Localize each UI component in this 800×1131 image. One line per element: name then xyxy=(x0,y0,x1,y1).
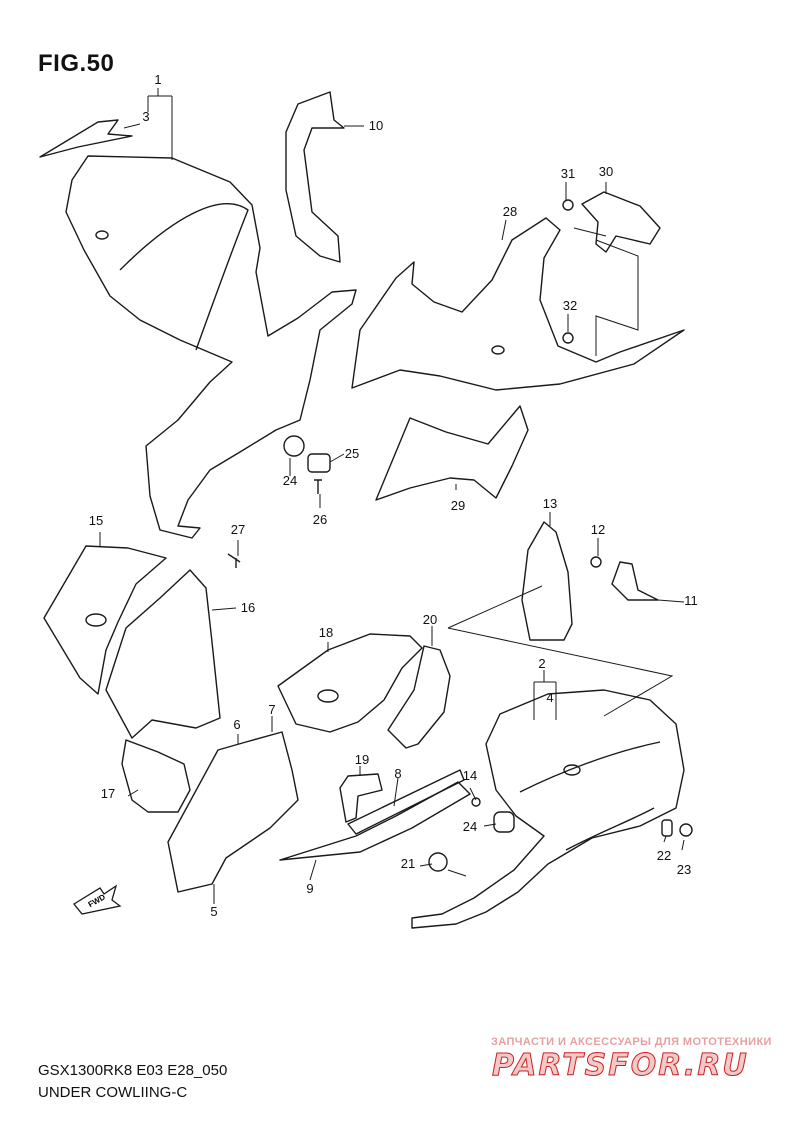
callout-31: 31 xyxy=(561,166,575,181)
callout-13: 13 xyxy=(543,496,557,511)
callout-14: 14 xyxy=(463,768,477,783)
callout-17: 17 xyxy=(101,786,115,801)
part-5-lower-panel xyxy=(167,731,299,893)
part-2-inner-contour xyxy=(519,741,661,851)
figure-title: FIG.50 xyxy=(38,50,115,77)
callout-32: 32 xyxy=(563,298,577,313)
callout-7: 7 xyxy=(268,702,275,717)
part-23-screw xyxy=(679,823,693,837)
part-24-cushion-lower xyxy=(493,811,515,833)
part-15-inner-cover xyxy=(43,545,167,695)
part-31-bolt xyxy=(562,199,574,211)
callout-6: 6 xyxy=(233,717,240,732)
leader-lines xyxy=(99,88,685,904)
callout-18: 18 xyxy=(319,625,333,640)
part-2-hole xyxy=(563,764,581,776)
part-30-bracket xyxy=(581,191,661,253)
model-code: GSX1300RK8 E03 E28_050 xyxy=(38,1062,228,1079)
part-9-sponge xyxy=(279,781,471,861)
callout-11: 11 xyxy=(684,593,698,608)
callout-24-upper: 24 xyxy=(283,473,297,488)
part-14-bolt xyxy=(471,797,481,807)
watermark-logo: PARTSFOR.RU xyxy=(492,1048,749,1084)
callout-19: 19 xyxy=(355,752,369,767)
callout-4: 4 xyxy=(546,690,553,705)
callout-26: 26 xyxy=(313,512,327,527)
callout-12: 12 xyxy=(591,522,605,537)
part-28-hole xyxy=(491,345,505,355)
callout-24-lower: 24 xyxy=(463,819,477,834)
part-17-block xyxy=(121,739,191,813)
part-25-nut xyxy=(307,453,331,473)
part-3-trim xyxy=(39,119,133,158)
part-32-bolt xyxy=(562,332,574,344)
part-20-seal xyxy=(387,645,451,749)
callout-10: 10 xyxy=(369,118,383,133)
callout-2: 2 xyxy=(538,656,545,671)
part-18-hole xyxy=(317,689,339,703)
part-2-lower-cowling xyxy=(411,689,685,929)
part-11-clip xyxy=(611,561,659,601)
callout-8: 8 xyxy=(394,766,401,781)
callout-3: 3 xyxy=(142,109,149,124)
watermark-tagline: ЗАПЧАСТИ И АКСЕССУАРЫ ДЛЯ МОТОТЕХНИКИ xyxy=(491,1036,772,1048)
callout-25: 25 xyxy=(345,446,359,461)
callout-28: 28 xyxy=(503,204,517,219)
callout-1: 1 xyxy=(154,72,161,87)
callout-29: 29 xyxy=(451,498,465,513)
fwd-arrow-icon: FWD xyxy=(73,884,122,915)
part-19-grommet xyxy=(339,773,383,823)
callout-21: 21 xyxy=(401,856,415,871)
callout-27: 27 xyxy=(231,522,245,537)
part-28-side-panel xyxy=(351,217,685,391)
callout-9: 9 xyxy=(306,881,313,896)
callout-5: 5 xyxy=(210,904,217,919)
part-22-washer xyxy=(661,819,673,837)
part-1-hole xyxy=(95,230,109,240)
part-16-panel xyxy=(105,569,221,739)
part-29-pad xyxy=(375,405,529,501)
callout-30: 30 xyxy=(599,164,613,179)
part-15-hole xyxy=(85,613,107,627)
part-18-cover xyxy=(277,633,423,733)
callout-20: 20 xyxy=(423,612,437,627)
section-name: UNDER COWLIING-C xyxy=(38,1084,188,1101)
part-1-inner-contour xyxy=(119,203,249,351)
part-1-under-cowling xyxy=(65,155,357,539)
part-27-screw xyxy=(227,553,241,568)
part-21-nut xyxy=(428,852,448,872)
part-8-tape xyxy=(347,769,465,835)
part-24-cushion-upper xyxy=(283,435,305,457)
callout-22: 22 xyxy=(657,848,671,863)
callout-15: 15 xyxy=(89,513,103,528)
part-13-bracket xyxy=(521,521,573,641)
part-26-screw xyxy=(314,479,322,494)
part-12-bolt xyxy=(590,556,602,568)
part-10-bracket xyxy=(285,91,345,263)
callout-16: 16 xyxy=(241,600,255,615)
callout-23: 23 xyxy=(677,862,691,877)
